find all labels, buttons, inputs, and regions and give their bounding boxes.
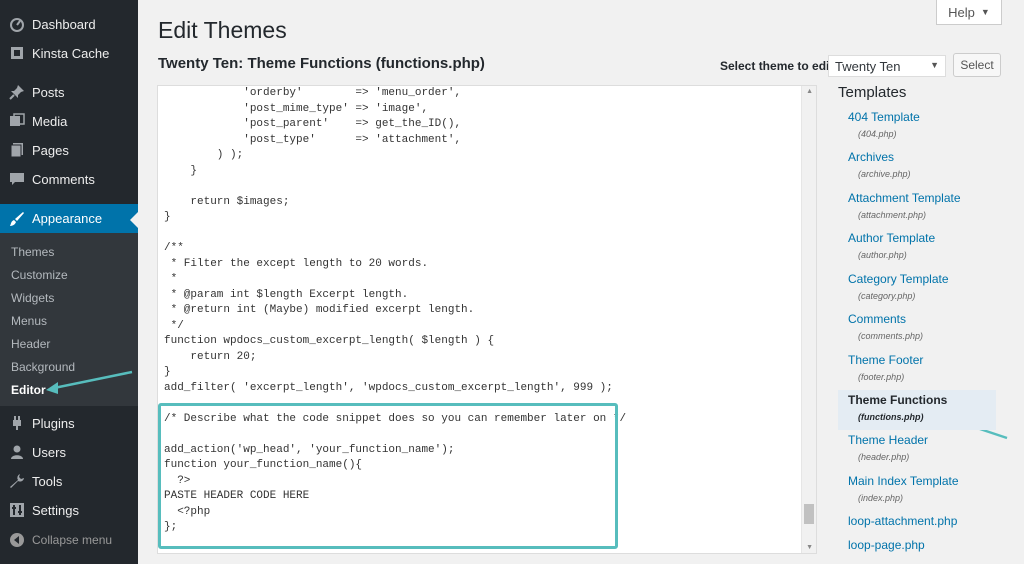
menu-label: Dashboard [32,16,96,32]
template-file: (footer.php) [858,372,905,382]
template-item[interactable]: loop-attachment.php [838,511,996,533]
file-heading: Twenty Ten: Theme Functions (functions.p… [158,55,485,72]
menu-label: Appearance [32,211,103,226]
scroll-up-icon[interactable]: ▲ [806,88,813,95]
menu-kinsta-cache[interactable]: Kinsta Cache [0,39,138,67]
media-icon [9,113,25,129]
theme-select-label: Select theme to edit: [720,59,838,73]
menu-label: Pages [32,142,69,158]
template-name[interactable]: Comments [848,312,907,326]
code-editor[interactable]: 'orderby' => 'menu_order', 'post_mime_ty… [157,85,817,554]
menu-comments[interactable]: Comments [0,165,138,193]
theme-select[interactable]: Twenty Ten ▼ [828,55,946,77]
template-name[interactable]: Attachment Template [848,191,961,205]
theme-select-value: Twenty Ten [835,58,901,74]
template-name[interactable]: Category Template [848,272,949,286]
submenu-themes[interactable]: Themes [11,245,55,259]
template-file: (index.php) [858,493,904,503]
template-item[interactable]: 404 Template (404.php) [838,107,996,147]
template-name[interactable]: loop-page.php [848,538,925,552]
users-icon [9,444,25,460]
appearance-submenu: Themes Customize Widgets Menus Header Ba… [0,233,138,406]
collapse-menu-button[interactable]: Collapse menu [0,526,138,554]
annotation-arrow-editor [46,370,133,394]
template-name[interactable]: Theme Header [848,433,929,447]
brush-icon [9,211,25,227]
submenu-editor[interactable]: Editor [11,383,46,397]
menu-label: Plugins [32,415,75,431]
menu-appearance[interactable]: Appearance [0,204,138,233]
help-button[interactable]: Help ▼ [936,0,1002,25]
kinsta-icon [9,45,25,61]
editor-scrollbar[interactable]: ▲ ▼ [801,86,816,553]
comments-icon [9,171,25,187]
template-item[interactable]: Theme Footer (footer.php) [838,350,996,390]
template-file: (header.php) [858,452,910,462]
scroll-down-icon[interactable]: ▼ [806,544,813,551]
select-theme-button[interactable]: Select [953,53,1001,77]
template-item[interactable]: Archives (archive.php) [838,147,996,187]
template-file: (404.php) [858,129,897,139]
page-title: Edit Themes [158,17,287,43]
menu-dashboard[interactable]: Dashboard [0,10,138,38]
template-item[interactable]: Theme Header (header.php) [838,430,996,470]
chevron-down-icon: ▼ [930,60,939,70]
collapse-label: Collapse menu [32,533,113,547]
menu-label: Kinsta Cache [32,45,110,61]
template-item[interactable]: Main Index Template (index.php) [838,471,996,511]
submenu-background[interactable]: Background [11,360,76,374]
menu-tools[interactable]: Tools [0,467,138,495]
pin-icon [9,84,25,100]
template-name[interactable]: Author Template [848,231,936,245]
collapse-icon [9,532,25,548]
help-label: Help [948,4,975,20]
menu-settings[interactable]: Settings [0,496,138,524]
menu-pages[interactable]: Pages [0,136,138,164]
menu-label: Settings [32,502,79,518]
template-name[interactable]: Archives [848,150,895,164]
pages-icon [9,142,25,158]
template-item[interactable]: Category Template (category.php) [838,269,996,309]
template-item[interactable]: Author Template (author.php) [838,228,996,268]
menu-label: Posts [32,84,65,100]
template-name[interactable]: loop-attachment.php [848,514,958,528]
caret-down-icon: ▼ [980,7,990,17]
menu-label: Tools [32,473,63,489]
menu-media[interactable]: Media [0,107,138,135]
template-file: (comments.php) [858,331,924,341]
menu-label: Media [32,113,68,129]
template-name[interactable]: Theme Footer [848,353,924,367]
template-item-active[interactable]: Theme Functions (functions.php) [838,390,996,430]
menu-label: Users [32,444,66,460]
menu-label: Comments [32,171,95,187]
submenu-header[interactable]: Header [11,337,51,351]
template-file: (archive.php) [858,169,911,179]
scroll-thumb[interactable] [804,504,814,524]
template-item[interactable]: Attachment Template (attachment.php) [838,188,996,228]
plugins-icon [9,415,25,431]
tools-icon [9,473,25,489]
template-file: (category.php) [858,291,916,301]
menu-users[interactable]: Users [0,438,138,466]
admin-sidebar: Dashboard Kinsta Cache Posts Media Pages… [0,0,138,564]
template-item[interactable]: loop-page.php [838,535,996,557]
dashboard-icon [9,16,25,32]
template-name[interactable]: 404 Template [848,110,920,124]
settings-icon [9,502,25,518]
template-file: (functions.php) [858,412,924,422]
menu-plugins[interactable]: Plugins [0,409,138,437]
submenu-menus[interactable]: Menus [11,314,48,328]
template-file: (author.php) [858,250,907,260]
template-item[interactable]: Comments (comments.php) [838,309,996,349]
submenu-customize[interactable]: Customize [11,268,68,282]
templates-heading: Templates [838,84,907,101]
template-name[interactable]: Theme Functions [848,393,948,407]
menu-posts[interactable]: Posts [0,78,138,106]
template-file: (attachment.php) [858,210,927,220]
code-content[interactable]: 'orderby' => 'menu_order', 'post_mime_ty… [164,87,627,533]
template-name[interactable]: Main Index Template [848,474,959,488]
submenu-widgets[interactable]: Widgets [11,291,55,305]
